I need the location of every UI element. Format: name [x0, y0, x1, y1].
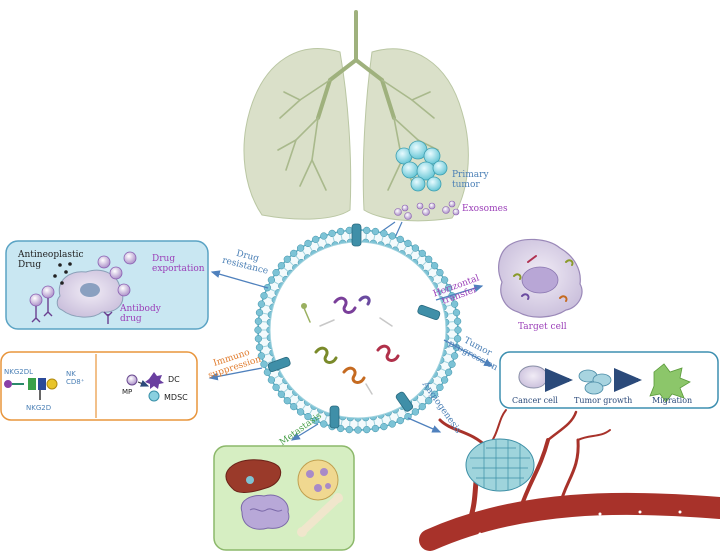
- mdsc-label: MDSC: [164, 394, 188, 402]
- exosomes-label: Exosomes: [462, 204, 508, 214]
- cd8-label: CD8⁺: [66, 378, 84, 386]
- vascularized-tumor: [466, 439, 534, 491]
- lipid-head: [425, 256, 432, 263]
- lipid-head: [261, 292, 268, 299]
- lipid-head: [258, 301, 265, 308]
- metastasis-panel: [214, 446, 354, 550]
- lipid-head: [441, 277, 448, 284]
- cancer-cell-label: Cancer cell: [512, 396, 558, 406]
- lipid-head: [297, 409, 304, 416]
- tumor-growth-label: Tumor growth: [574, 396, 632, 406]
- lipid-head: [412, 245, 419, 252]
- lipid-head: [449, 361, 456, 368]
- lipid-head: [273, 384, 280, 391]
- lipid-head: [284, 256, 291, 263]
- lipid-head: [278, 262, 285, 269]
- antibody-drug-label: Antibody drug: [120, 304, 161, 324]
- lipid-head: [419, 250, 426, 257]
- lipid-head: [372, 425, 379, 432]
- lipid-head: [273, 269, 280, 276]
- lipid-head: [445, 369, 452, 376]
- lipid-head: [255, 327, 262, 334]
- lipid-head: [320, 233, 327, 240]
- lipid-head: [431, 262, 438, 269]
- lipid-head: [405, 240, 412, 247]
- drug-exportation-label: Drug exportation: [152, 254, 205, 274]
- lipid-head: [389, 233, 396, 240]
- lipid-head: [255, 318, 262, 325]
- lipid-head: [412, 409, 419, 416]
- lipid-head: [297, 245, 304, 252]
- lipid-head: [284, 397, 291, 404]
- lipid-head: [337, 228, 344, 235]
- primary-tumor-label: Primary tumor: [452, 170, 489, 190]
- nkg2d-label: NKG2D: [26, 404, 51, 412]
- lipid-head: [305, 240, 312, 247]
- lipid-head: [290, 250, 297, 257]
- lipid-head: [329, 230, 336, 237]
- lipid-head: [346, 426, 353, 433]
- lipid-head: [441, 377, 448, 384]
- lipid-head: [381, 230, 388, 237]
- lipid-head: [355, 427, 362, 434]
- dc-label: DC: [168, 376, 180, 384]
- lipid-head: [397, 417, 404, 424]
- lipid-head: [372, 228, 379, 235]
- lipid-head: [320, 421, 327, 428]
- lipid-head: [363, 227, 370, 234]
- lipid-head: [454, 318, 461, 325]
- lipid-head: [381, 423, 388, 430]
- lipid-head: [453, 309, 460, 316]
- lipid-head: [256, 309, 263, 316]
- lipid-head: [278, 391, 285, 398]
- lipid-head: [437, 269, 444, 276]
- lipid-head: [389, 421, 396, 428]
- lipid-head: [268, 377, 275, 384]
- lipid-head: [255, 335, 262, 342]
- target-cell-label: Target cell: [518, 322, 567, 332]
- lipid-head: [437, 384, 444, 391]
- lipid-head: [312, 236, 319, 243]
- exosome-membrane: [255, 227, 462, 434]
- lipid-head: [268, 277, 275, 284]
- migration-label: Migration: [652, 396, 692, 406]
- lipid-head: [290, 403, 297, 410]
- target-cell: [499, 239, 582, 317]
- nk-label: NK: [66, 370, 76, 378]
- lipid-head: [363, 426, 370, 433]
- nkg2dl-label: NKG2DL: [4, 368, 33, 376]
- lipid-head: [419, 403, 426, 410]
- antineoplastic-drug-label: Antineoplastic Drug: [18, 250, 84, 270]
- lipid-head: [397, 236, 404, 243]
- mp-label: MP: [122, 388, 132, 396]
